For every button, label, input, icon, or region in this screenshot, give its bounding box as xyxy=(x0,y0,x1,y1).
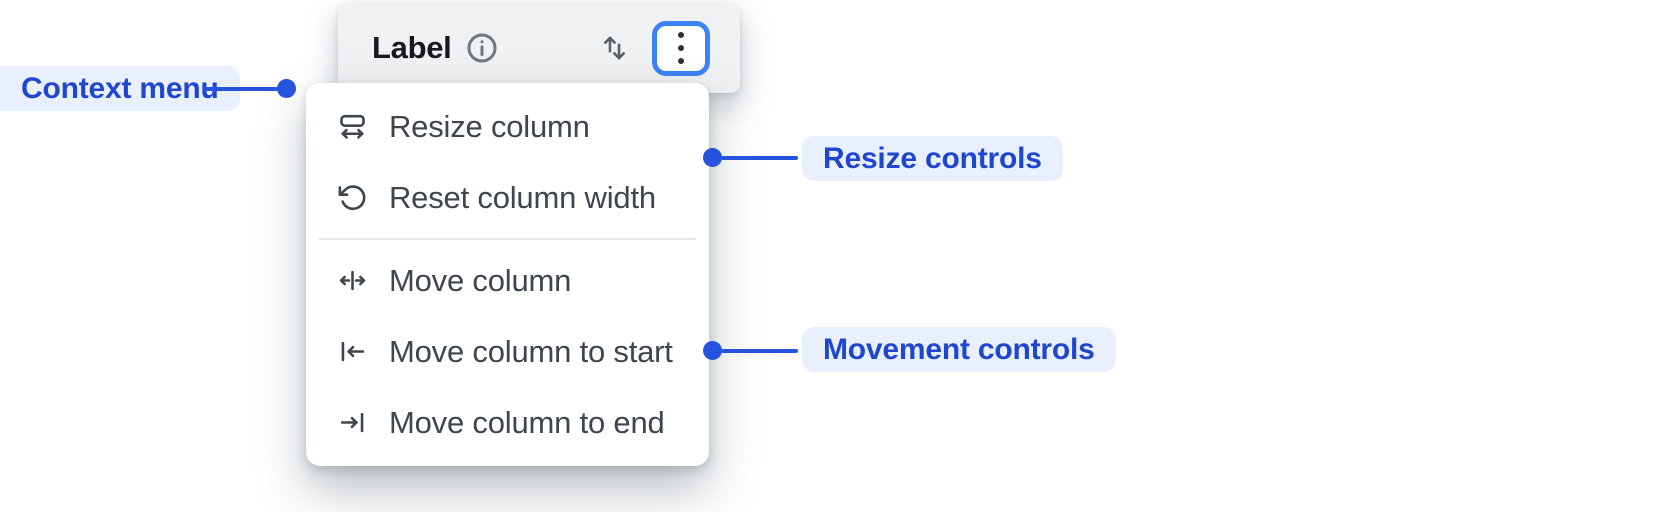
menu-item-label: Move column to start xyxy=(389,333,673,369)
column-menu-button[interactable] xyxy=(652,20,710,76)
annotation-movement-controls: Movement controls xyxy=(802,327,1116,372)
menu-item-resize-column[interactable]: Resize column xyxy=(306,91,709,162)
connector-dot xyxy=(703,148,722,167)
column-header: Label xyxy=(338,3,740,93)
reset-column-width-icon xyxy=(337,182,368,213)
connector-line xyxy=(203,87,278,91)
menu-item-move-column-to-end[interactable]: Move column to end xyxy=(306,387,709,458)
annotation-context-menu: Context menu xyxy=(0,66,240,111)
menu-item-label: Resize column xyxy=(389,108,590,144)
connector-dot xyxy=(277,79,296,98)
menu-item-label: Move column xyxy=(389,262,572,298)
annotation-resize-controls: Resize controls xyxy=(802,136,1063,181)
move-column-to-end-icon xyxy=(337,407,368,438)
column-context-menu: Resize column Reset column width Move co… xyxy=(306,83,709,466)
move-column-icon xyxy=(337,265,368,296)
menu-item-label: Reset column width xyxy=(389,179,656,215)
kebab-menu-icon xyxy=(678,32,684,38)
menu-item-move-column-to-start[interactable]: Move column to start xyxy=(306,316,709,387)
menu-item-reset-column-width[interactable]: Reset column width xyxy=(306,162,709,233)
info-icon[interactable] xyxy=(465,31,499,65)
menu-item-move-column[interactable]: Move column xyxy=(306,245,709,316)
connector-dot xyxy=(703,341,722,360)
menu-item-label: Move column to end xyxy=(389,404,665,440)
connector-line xyxy=(721,349,798,353)
resize-column-icon xyxy=(337,111,368,142)
connector-line xyxy=(721,156,798,160)
column-title: Label xyxy=(372,30,452,65)
menu-divider xyxy=(319,238,696,240)
move-column-to-start-icon xyxy=(337,336,368,367)
sort-arrows-icon[interactable] xyxy=(599,32,630,64)
